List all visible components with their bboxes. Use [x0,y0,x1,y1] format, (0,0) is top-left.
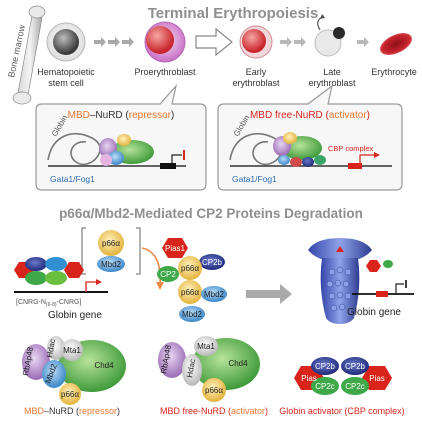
stage-label-hsc-1: Hematopoietic [37,67,95,77]
dna-loop [47,133,101,165]
cp2-hexagon-cluster-left [14,257,84,285]
br-cp2b-1: CP2b [315,362,336,371]
bl-chd4-label: Chd4 [94,361,114,370]
right-gene-icon [352,260,414,297]
bottom-left-caption: MBD–NuRD (repressor) [24,406,120,416]
late-erythroblast-icon [314,14,345,57]
bm-mta1-label: Mta1 [197,342,215,351]
right-box-title: MBD free-NuRD (activator) [250,110,370,121]
cp2b-label: CP2b [202,258,223,267]
right-nurd-complex [273,132,326,167]
hollow-arrow-icon [195,27,233,57]
center-mbd2-2: Mbd2 [182,310,203,319]
stage-label-early-2: erythroblast [232,78,280,88]
progression-arrows [94,37,134,47]
p66a-mbd2-bracket [81,227,141,275]
bl-p66a-label: p66α [61,390,79,399]
bottom-right-cbp-complex [294,357,392,395]
orange-arrow-head [156,282,164,290]
hsc-cell-icon [46,22,86,62]
early-erythroblast-icon [239,25,273,59]
proerythroblast-icon [144,21,186,63]
stage-label-late-1: Late [323,67,341,77]
cbp-complex-label: CBP complex [328,144,374,153]
mid-mbd2-label: Mbd2 [101,260,122,269]
globin-gene-label: Globin gene [48,310,102,321]
center-p66a-2: p66α [181,288,199,297]
left-gata1-label: Gata1/Fog1 [50,174,95,184]
bottom-mid-nurd-complex [158,336,260,402]
bl-hdac-label: Hdac [45,338,57,358]
right-gata1-label: Gata1/Fog1 [232,174,277,184]
degradation-arrow [246,284,292,304]
stage-label-erythrocyte: Erythrocyte [371,67,417,77]
bl-mta1-label: Mta1 [63,346,81,355]
stage-label-early-1: Early [246,67,267,77]
bm-p66a-label: p66α [205,386,223,395]
stage-label-late-2: erythroblast [308,78,356,88]
pias1-label: Pias1 [165,244,186,253]
left-nurd-complex [99,134,154,166]
top-title: Terminal Erythropoiesis [148,5,319,22]
center-mbd2-1: Mbd2 [204,290,225,299]
globin-gene-label-2: Globin gene [347,307,401,318]
progression-arrows-2 [280,37,369,47]
br-cp2c-2: CP2c [345,382,365,391]
orange-arrow [141,247,161,286]
mid-title: p66α/Mbd2-Mediated CP2 Proteins Degradat… [59,206,363,221]
br-cp2c-1: CP2c [315,382,335,391]
center-molecule-cluster [157,238,227,322]
stage-label-hsc-2: stem cell [48,78,84,88]
mid-p66a-label: p66α [102,239,120,248]
bottom-right-caption: Globin activator (CBP complex) [279,406,404,416]
cnrg-sequence: [CNRG-N(6-8)-CNRG] [16,299,81,308]
cp2-label: CP2 [160,270,176,279]
proteasome-icon [308,238,372,324]
stage-label-proerythroblast: Proerythroblast [134,67,196,77]
center-p66a-1: p66α [181,264,199,273]
globin-gene-marker [85,279,102,292]
bottom-mid-caption: MBD free-NuRD (activator) [160,406,268,416]
br-pias-2: Pias [369,374,385,383]
active-gene-icon [348,152,380,169]
left-box-title: MBD–NuRD (repressor) [68,110,175,121]
br-pias-1: Pias [301,374,317,383]
repressed-gene-icon [160,150,185,169]
bm-chd4-label: Chd4 [228,359,248,368]
bottom-left-nurd-complex [22,336,126,405]
br-cp2b-2: CP2b [345,362,366,371]
bone-icon [12,5,46,105]
erythrocyte-icon [380,33,412,55]
bm-hdac-label: Hdac [185,358,197,378]
